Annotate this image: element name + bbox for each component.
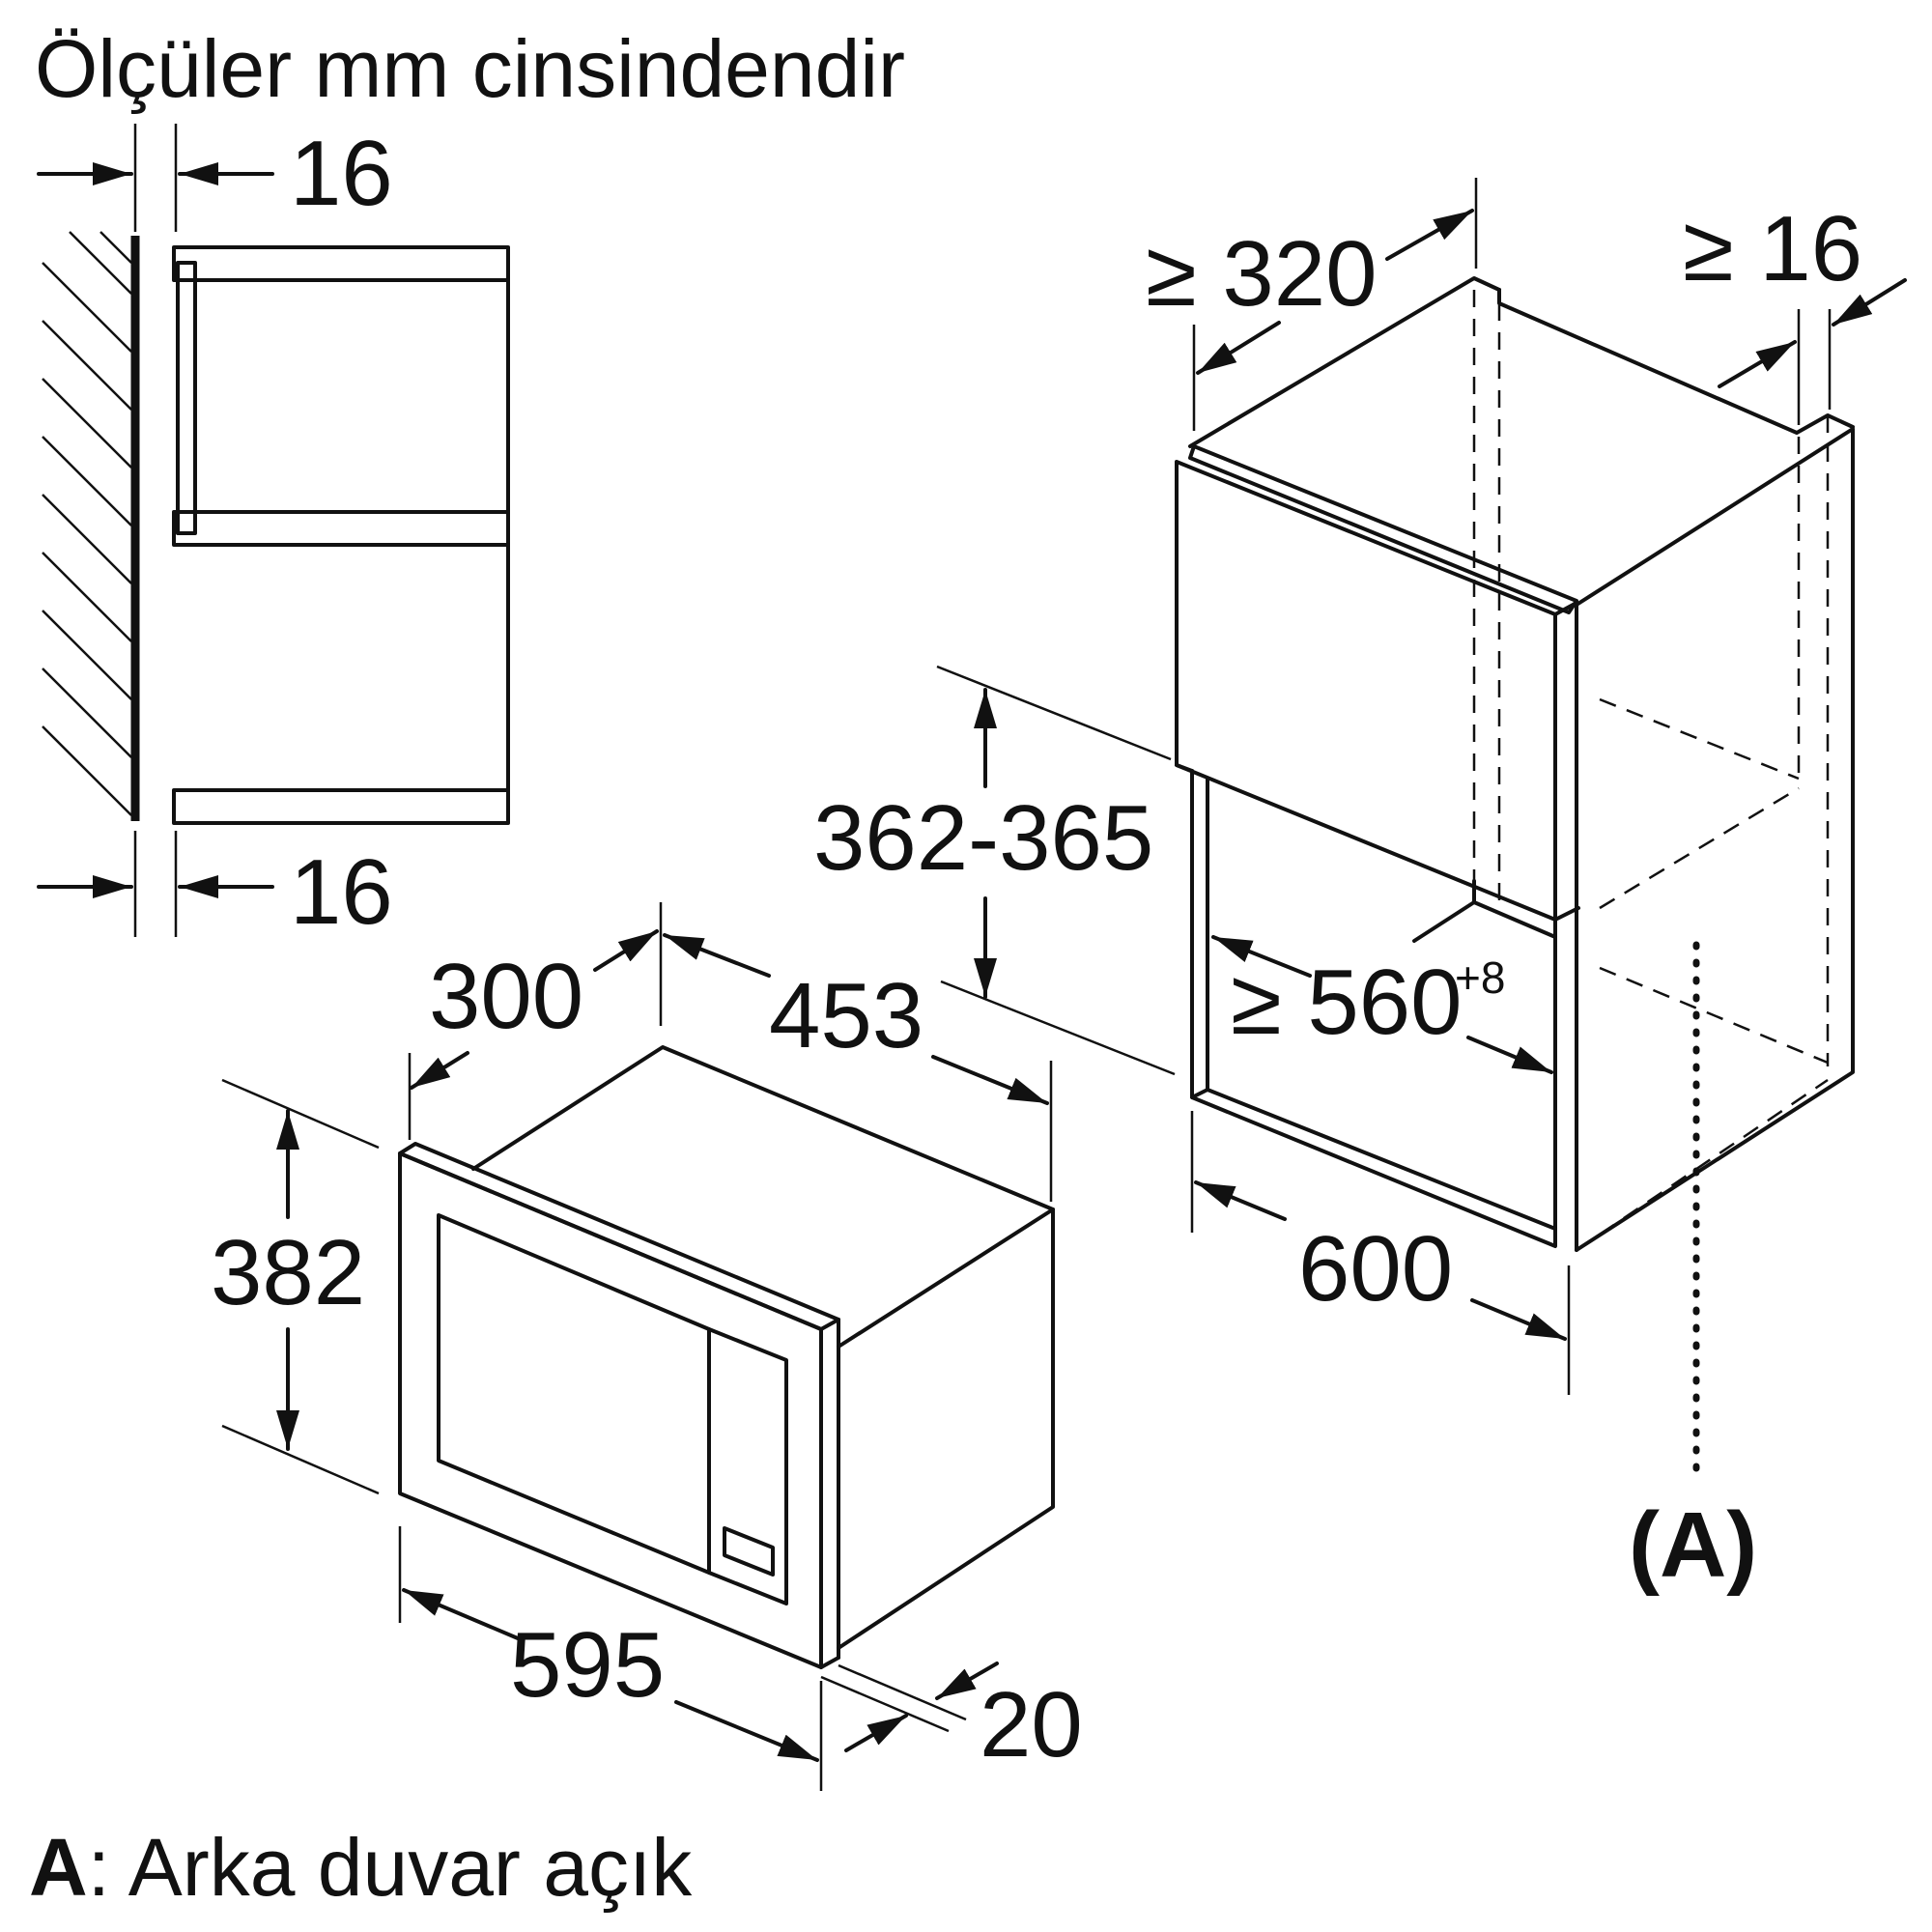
legend-key: A bbox=[29, 1822, 88, 1913]
dim-453-label: 453 bbox=[769, 964, 923, 1067]
appliance-control-panel bbox=[707, 1327, 788, 1605]
dim-min-back-gap-label: ≥ 16 bbox=[1683, 197, 1862, 300]
dim-min-width-label: ≥ 560 bbox=[1231, 951, 1463, 1054]
appliance-window bbox=[437, 1213, 711, 1575]
dim-niche-height-label: 362-365 bbox=[813, 786, 1153, 890]
dim-300-label: 300 bbox=[429, 945, 583, 1048]
appliance-body bbox=[471, 1045, 1055, 1349]
lower-shelf bbox=[172, 788, 510, 825]
page-title: Ölçüler mm cinsindendir bbox=[35, 23, 905, 114]
dim-595-label: 595 bbox=[510, 1613, 665, 1717]
marker-a-label: (A) bbox=[1629, 1493, 1757, 1597]
svg-text:A: Arka duvar açık: A: Arka duvar açık bbox=[29, 1822, 693, 1913]
appliance-display bbox=[723, 1526, 775, 1577]
dim-20-label: 20 bbox=[980, 1673, 1083, 1776]
wall-hatching bbox=[42, 231, 132, 816]
installation-niche: ≥ 320 ≥ 16 362-365 ≥ 560 +8 600 (A) bbox=[813, 178, 1907, 1597]
middle-shelf bbox=[172, 510, 510, 547]
microwave-appliance: 300 453 382 595 20 bbox=[211, 902, 1083, 1791]
side-bottom-gap-label: 16 bbox=[290, 840, 393, 944]
upper-shelf bbox=[172, 245, 510, 282]
dim-niche-width-label: 600 bbox=[1298, 1217, 1453, 1321]
niche-opening bbox=[1190, 769, 1557, 1248]
dim-min-depth-label: ≥ 320 bbox=[1146, 222, 1378, 326]
side-top-gap-label: 16 bbox=[290, 122, 393, 225]
legend-text: : Arka duvar açık bbox=[88, 1822, 694, 1913]
dim-382-label: 382 bbox=[211, 1221, 365, 1324]
dim-min-width-tolerance: +8 bbox=[1455, 952, 1505, 1003]
side-view: 16 16 bbox=[37, 122, 510, 944]
cabinet-panel bbox=[176, 261, 197, 535]
legend: A: Arka duvar açık bbox=[29, 1822, 693, 1913]
